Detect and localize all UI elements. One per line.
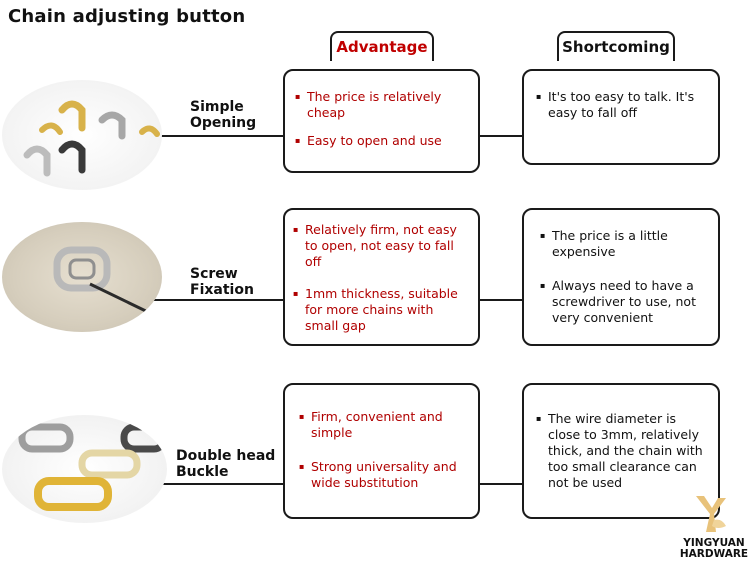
row-3-connector [150, 483, 285, 485]
row-1-label-line1: Simple [190, 99, 244, 115]
row-1-advantage-item-2: Easy to open and use [295, 133, 468, 149]
row-1-shortcoming-box: It's too easy to talk. It's easy to fall… [522, 69, 720, 165]
row-3-advantage-box: Firm, convenient and simple Strong unive… [283, 383, 480, 519]
screw-fixation-clasp-illustration [53, 246, 153, 316]
row-2-advantage-item-2: 1mm thickness, suitable for more chains … [293, 286, 470, 334]
row-2-label-line2: Fixation [190, 282, 254, 298]
row-1-connector [150, 135, 285, 137]
row-1-advantage-box: The price is relatively cheap Easy to op… [283, 69, 480, 173]
row-3-product-image [2, 415, 167, 523]
row-3-label-line1: Double head [176, 448, 276, 464]
logo-text-line2: HARDWARE [679, 548, 749, 560]
advantage-column-header: Advantage [330, 31, 434, 61]
row-2-shortcoming-item-2: Always need to have a screwdriver to use… [540, 278, 710, 326]
row-1-label: Simple Opening [190, 99, 256, 131]
row-3-label-line2: Buckle [176, 464, 229, 480]
simple-opening-hooks-illustration [23, 100, 160, 177]
row-3-mid-connector [478, 483, 524, 485]
shortcoming-column-header: Shortcoming [557, 31, 675, 61]
row-2-connector [150, 299, 285, 301]
row-3-shortcoming-box: The wire diameter is close to 3mm, relat… [522, 383, 720, 519]
row-2-advantage-box: Relatively firm, not easy to open, not e… [283, 208, 480, 346]
row-2-mid-connector [478, 299, 524, 301]
row-3-advantage-item-2: Strong universality and wide substitutio… [299, 459, 468, 491]
row-2-product-image [2, 222, 162, 332]
row-1-mid-connector [478, 135, 524, 137]
row-2-advantage-item-1: Relatively firm, not easy to open, not e… [293, 222, 470, 270]
row-1-advantage-item-1: The price is relatively cheap [295, 89, 468, 121]
page-title: Chain adjusting button [8, 6, 246, 27]
row-3-advantage-item-1: Firm, convenient and simple [299, 409, 468, 441]
row-2-label-line1: Screw [190, 266, 238, 282]
row-1-shortcoming-item-1: It's too easy to talk. It's easy to fall… [536, 89, 710, 121]
logo-text: YINGYUAN HARDWARE [676, 538, 750, 560]
double-head-buckle-illustration [18, 423, 167, 511]
yingyuan-logo-icon [696, 496, 726, 532]
row-3-label: Double head Buckle [176, 448, 275, 480]
row-2-label: Screw Fixation [190, 266, 254, 298]
row-2-shortcoming-box: The price is a little expensive Always n… [522, 208, 720, 346]
row-2-shortcoming-item-1: The price is a little expensive [540, 228, 710, 260]
row-1-product-image [2, 80, 162, 190]
row-1-label-line2: Opening [190, 115, 257, 131]
logo-text-line1: YINGYUAN [683, 537, 745, 549]
row-3-shortcoming-item-1: The wire diameter is close to 3mm, relat… [536, 411, 712, 491]
